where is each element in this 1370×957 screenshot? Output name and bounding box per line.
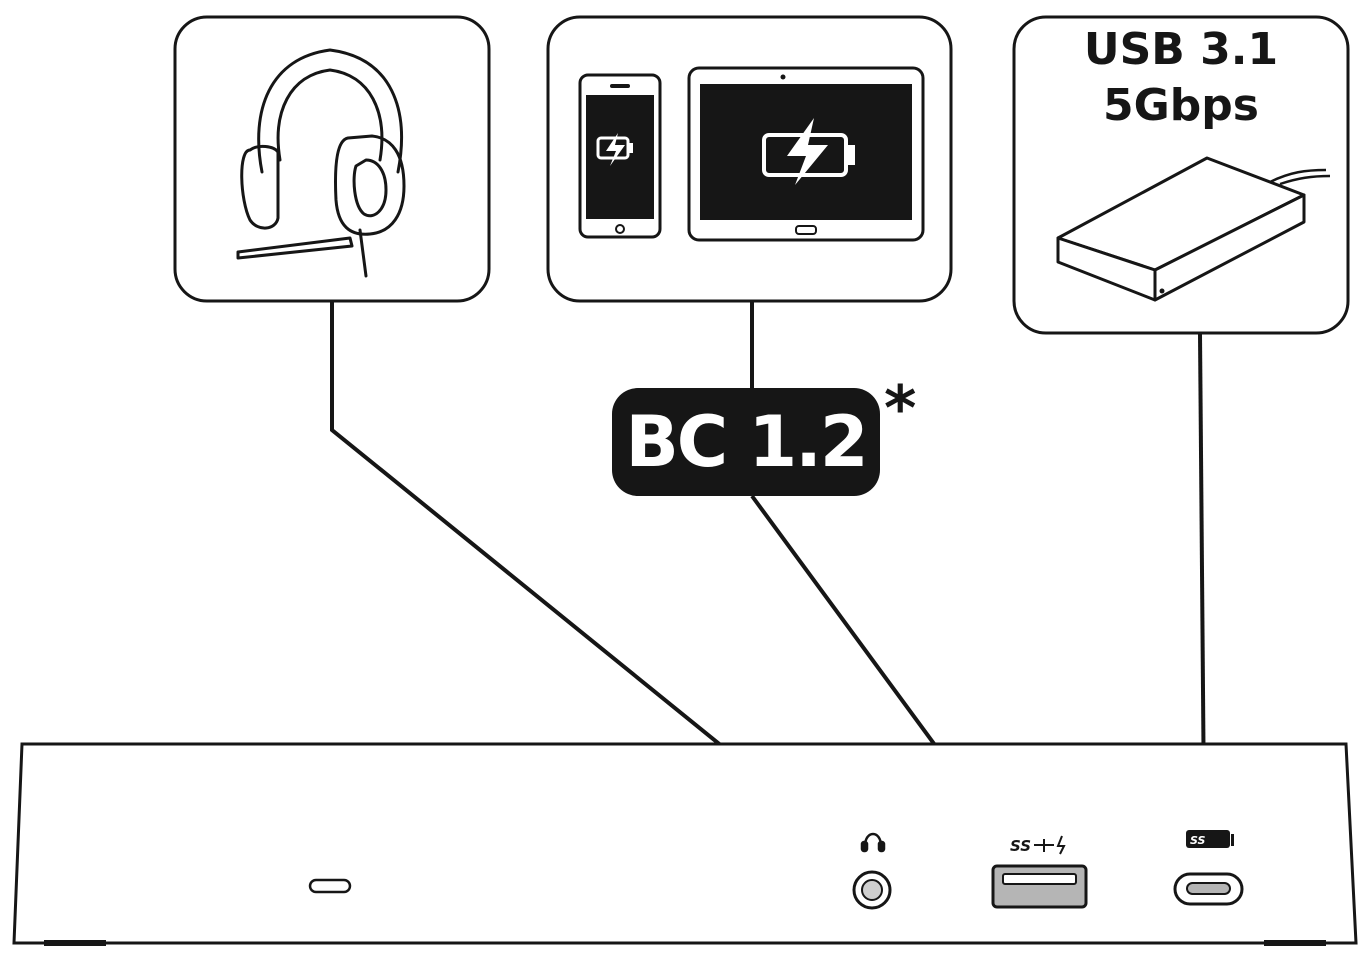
usb-c-port[interactable] <box>1173 872 1244 906</box>
drive-connection-arrow <box>1191 333 1216 813</box>
smartphone-icon <box>578 73 662 239</box>
headset-device-box <box>173 15 491 303</box>
headset-connection-arrow <box>330 302 838 841</box>
svg-text:SS: SS <box>1010 837 1031 855</box>
usb-c-port-icon: SS <box>1186 830 1234 848</box>
docking-station-body <box>12 742 1358 945</box>
usb-a-port-icon: SS <box>1010 835 1066 855</box>
tablet-icon <box>687 66 925 242</box>
bc-charging-badge: BC 1.2 <box>612 388 880 496</box>
external-drive-icon <box>1056 156 1331 302</box>
usb-speed-label: USB 3.1 5Gbps <box>1014 22 1348 134</box>
usb-label-line2: 5Gbps <box>1103 80 1259 131</box>
headset-icon <box>236 48 406 278</box>
usb-label-line1: USB 3.1 <box>1083 24 1279 75</box>
footnote-asterisk: * <box>884 372 917 445</box>
audio-port[interactable] <box>852 870 892 910</box>
status-light <box>308 878 352 894</box>
svg-text:SS: SS <box>1190 834 1206 847</box>
headphone-jack-icon <box>860 832 886 853</box>
usb-a-port[interactable] <box>991 864 1088 909</box>
